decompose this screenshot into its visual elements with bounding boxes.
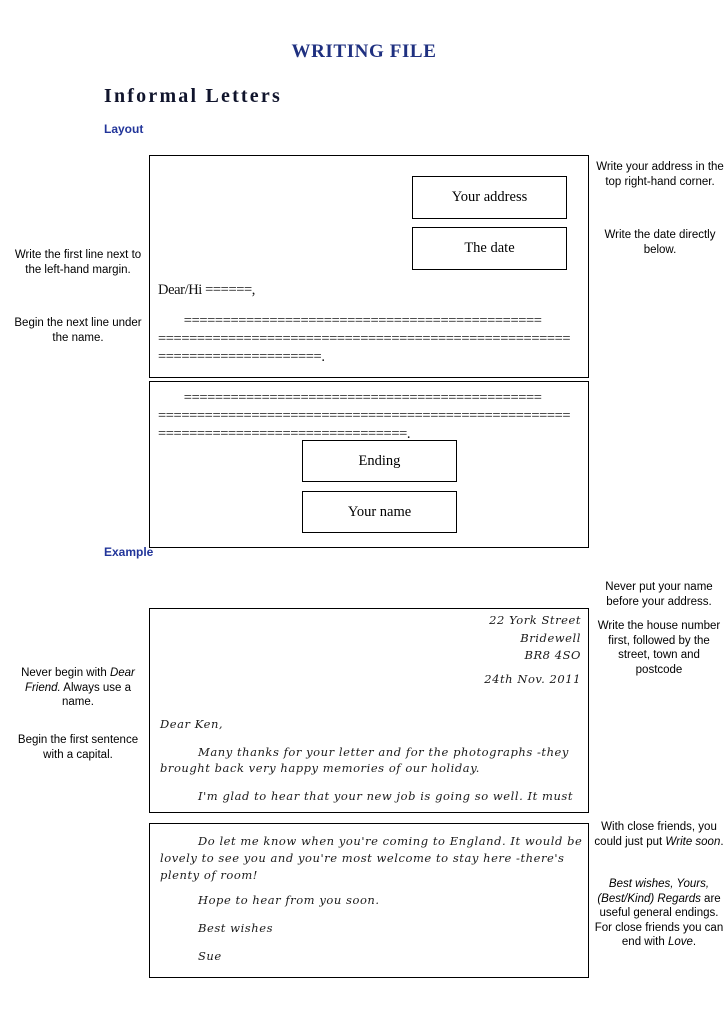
example-signature: Sue	[198, 949, 222, 963]
annotation-write-address: Write your address in the top right-hand…	[596, 161, 724, 188]
template-salutation: Dear/Hi ======,	[158, 282, 256, 298]
example-date: 24th Nov. 2011	[484, 672, 581, 686]
heading-example: Example	[104, 545, 154, 559]
annotation-never-dear-friend: Never begin with Dear Friend. Always use…	[8, 666, 148, 710]
slot-your-address: Your address	[412, 176, 567, 219]
example-letter-frame-top	[149, 608, 589, 813]
annotation-write-date: Write the date directly below.	[604, 229, 716, 256]
annotation-endings-emphasis: Best wishes, Yours, (Best/Kind) Regards	[597, 878, 710, 905]
example-address-line-2: Bridewell	[520, 631, 581, 645]
example-letter-frame-bottom	[149, 823, 589, 978]
slot-the-date-label: The date	[464, 240, 515, 256]
document-title: WRITING FILE	[291, 41, 437, 62]
slot-ending-label: Ending	[358, 452, 401, 469]
example-address-line-1: 22 York Street	[489, 613, 581, 627]
annotation-next-line: Begin the next line under the name.	[14, 317, 142, 344]
example-greeting: Dear Ken,	[160, 717, 224, 731]
example-paragraph-3-line-2: lovely to see you and you're most welcom…	[160, 851, 565, 865]
example-paragraph-4: Hope to hear from you soon.	[198, 893, 380, 907]
example-paragraph-2-line-1: I'm glad to hear that your new job is go…	[198, 789, 574, 803]
template-body-line-4: ========================================…	[158, 390, 542, 406]
annotation-endings-post: .	[692, 936, 697, 948]
example-paragraph-1-line-2: brought back very happy memories of our …	[160, 761, 480, 775]
heading-layout: Layout	[104, 122, 144, 136]
annotation-dear-friend-emphasis: Dear Friend.	[24, 667, 135, 694]
template-body-line-3: =====================.	[158, 349, 325, 365]
section-title: Informal Letters	[104, 85, 282, 107]
annotation-dear-friend-post: Always use a name.	[60, 681, 132, 709]
annotation-endings-emphasis-love: Love	[667, 936, 693, 948]
annotation-close-friends-emphasis: Write soon	[665, 835, 721, 848]
annotation-never-put-name: Never put your name before your address.	[605, 581, 713, 608]
annotation-endings-middle: are useful general endings. For close fr…	[594, 892, 724, 949]
template-body-line-1: ========================================…	[158, 313, 542, 329]
slot-ending: Ending	[302, 440, 457, 482]
annotation-house-number: Write the house number first, followed b…	[597, 620, 721, 676]
template-body-line-2: ========================================…	[158, 331, 571, 347]
slot-the-date: The date	[412, 227, 567, 270]
slot-your-name-label: Your name	[347, 503, 412, 520]
template-body-line-5: ========================================…	[158, 408, 571, 424]
annotation-close-friends: With close friends, you could just put W…	[592, 820, 726, 849]
annotation-close-friends-post: .	[720, 835, 724, 848]
example-closing: Best wishes	[198, 921, 274, 935]
annotation-first-line: Write the first line next to the left-ha…	[14, 249, 142, 276]
example-paragraph-3-line-1: Do let me know when you're coming to Eng…	[198, 834, 583, 848]
example-paragraph-3-line-3: plenty of room!	[160, 868, 258, 882]
slot-your-address-label: Your address	[451, 189, 528, 205]
slot-your-name: Your name	[302, 491, 457, 533]
annotation-dear-friend-pre: Never begin with	[21, 667, 110, 679]
example-paragraph-1-line-1: Many thanks for your letter and for the …	[198, 745, 569, 759]
annotation-begin-with-capital: Begin the first sentence with a capital.	[17, 734, 139, 761]
annotation-useful-endings: Best wishes, Yours, (Best/Kind) Regards …	[592, 877, 726, 950]
example-address-line-3: BR8 4SO	[524, 648, 581, 662]
annotation-close-friends-pre: With close friends, you could just put	[594, 821, 717, 848]
template-body-line-6: ================================.	[158, 426, 411, 442]
